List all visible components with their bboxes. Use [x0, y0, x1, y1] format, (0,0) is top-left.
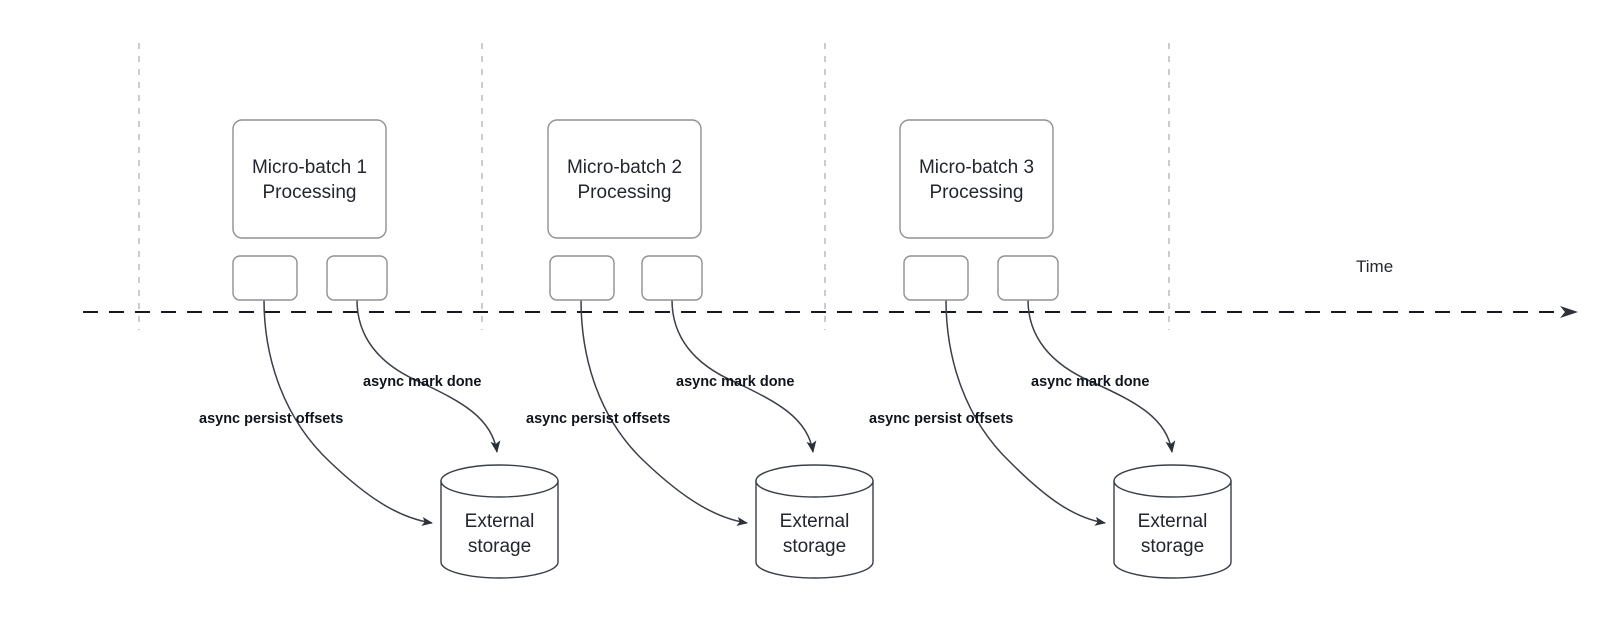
storage-cylinder-body-2 [755, 480, 874, 579]
storage-cylinder-body-1 [440, 480, 559, 579]
storage-cylinder-top-1 [440, 464, 559, 498]
edge-persist-offsets-2 [580, 299, 748, 526]
task-box-mark-2[interactable] [641, 255, 703, 301]
microbatch-title-line1-2: Micro-batch 2 [567, 157, 682, 178]
edge-mark-done-2 [671, 299, 817, 453]
microbatch-box-1[interactable] [232, 119, 387, 239]
microbatch-title-line1-3: Micro-batch 3 [919, 157, 1034, 178]
storage-label-line1-3: External [1138, 511, 1208, 532]
time-axis: Time [83, 257, 1578, 318]
microbatch-title-line1-1: Micro-batch 1 [252, 157, 367, 178]
diagram-nodes: Micro-batch 1ProcessingExternalstorageMi… [232, 119, 1232, 579]
storage-label-line1-1: External [465, 511, 535, 532]
edge-persist-offsets-label-3: async persist offsets [869, 411, 1013, 427]
external-storage-2[interactable]: External storage [755, 464, 874, 579]
edge-mark-done-3 [1027, 299, 1176, 453]
edge-persist-offsets-1 [263, 299, 433, 526]
task-box-persist-3[interactable] [903, 255, 969, 301]
task-box-mark-1[interactable] [326, 255, 388, 301]
storage-label-line2-1: storage [468, 536, 531, 557]
storage-label-line2-2: storage [783, 536, 846, 557]
flow-edges [263, 299, 1176, 526]
time-axis-label: Time [1356, 257, 1393, 276]
microbatch-title-line2-2: Processing [578, 182, 672, 203]
task-box-persist-1[interactable] [232, 255, 298, 301]
storage-label-line1-2: External [780, 511, 850, 532]
task-box-mark-3[interactable] [997, 255, 1059, 301]
external-storage-1[interactable]: External storage [440, 464, 559, 579]
storage-cylinder-top-2 [755, 464, 874, 498]
storage-label-line2-3: storage [1141, 536, 1204, 557]
edge-mark-done-1 [356, 299, 501, 453]
timeline-arrowhead [1560, 306, 1578, 318]
edge-persist-offsets-label-1: async persist offsets [199, 411, 343, 427]
edge-labels: async persist offsets async mark done asyn… [199, 374, 1149, 427]
edge-persist-offsets-3 [945, 299, 1106, 526]
microbatch-box-2[interactable] [547, 119, 702, 239]
external-storage-3[interactable]: External storage [1113, 464, 1232, 579]
microbatch-box-3[interactable] [899, 119, 1054, 239]
microbatch-title-line2-1: Processing [263, 182, 357, 203]
edge-mark-done-label-2: async mark done [676, 374, 794, 390]
batch-boundary-lines [138, 43, 1170, 330]
edge-mark-done-label-1: async mark done [363, 374, 481, 390]
storage-cylinder-body-3 [1113, 480, 1232, 579]
microbatch-title-line2-3: Processing [930, 182, 1024, 203]
edge-mark-done-label-3: async mark done [1031, 374, 1149, 390]
edge-persist-offsets-label-2: async persist offsets [526, 411, 670, 427]
task-box-persist-2[interactable] [549, 255, 615, 301]
storage-cylinder-top-3 [1113, 464, 1232, 498]
